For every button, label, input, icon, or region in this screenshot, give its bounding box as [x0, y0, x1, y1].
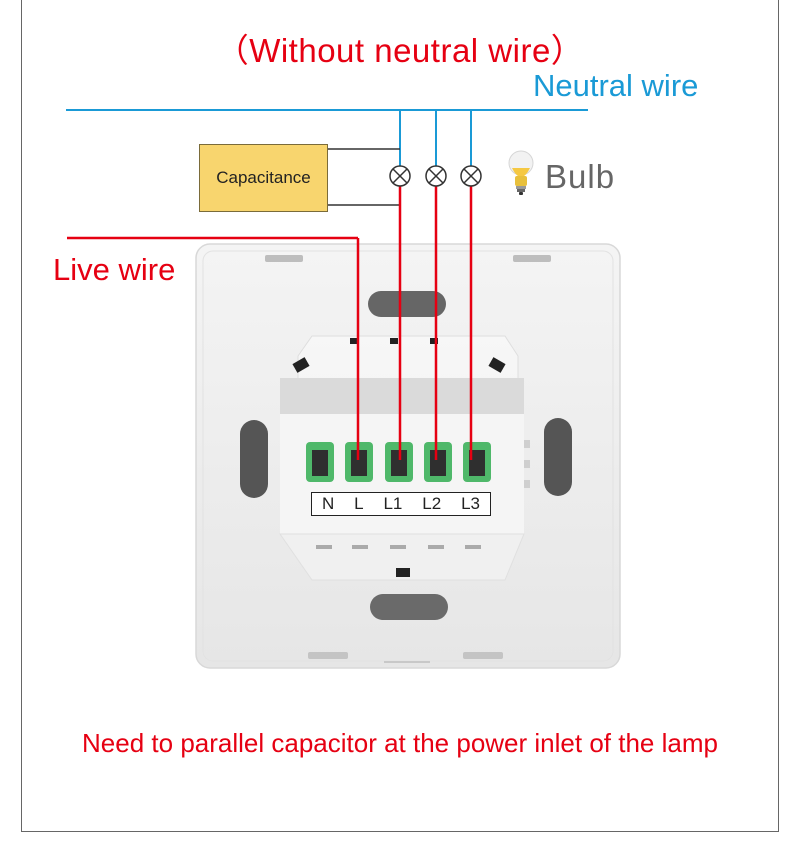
terminal-blocks — [306, 442, 491, 482]
capacitance-label: Capacitance — [216, 168, 311, 187]
terminal-l — [345, 442, 373, 482]
live-wire-label: Live wire — [53, 252, 176, 287]
top-screw-slot — [368, 291, 446, 317]
terminal-l3 — [463, 442, 491, 482]
left-screw-slot — [240, 420, 268, 498]
bulb-icon — [508, 150, 534, 195]
bulb-label: Bulb — [545, 158, 616, 195]
neutral-wires — [66, 109, 588, 166]
terminal-l2 — [424, 442, 452, 482]
lamp-symbols — [389, 165, 482, 187]
terminal-n — [306, 442, 334, 482]
lamp-symbol-icon — [460, 165, 482, 187]
live-wires — [67, 186, 473, 460]
terminal-labels: N L L1 L2 L3 — [311, 492, 491, 516]
terminal-label-l2: L2 — [422, 494, 442, 513]
lamp-symbol-icon — [389, 165, 411, 187]
terminal-label-n: N — [321, 494, 335, 513]
terminal-label-l3: L3 — [461, 494, 481, 513]
terminal-l1 — [385, 442, 413, 482]
capacitor-wires — [328, 148, 400, 206]
terminal-label-l1: L1 — [383, 494, 403, 513]
terminal-label-l: L — [354, 494, 364, 513]
bottom-screw-slot — [370, 594, 448, 620]
diagram-title: （Without neutral wire） — [215, 32, 585, 69]
lamp-symbol-icon — [425, 165, 447, 187]
capacitance-box: Capacitance — [199, 144, 328, 212]
right-screw-slot — [544, 418, 572, 496]
footer-note: Need to parallel capacitor at the power … — [82, 728, 718, 758]
diagram-frame — [21, 0, 779, 832]
neutral-wire-label: Neutral wire — [533, 68, 699, 103]
